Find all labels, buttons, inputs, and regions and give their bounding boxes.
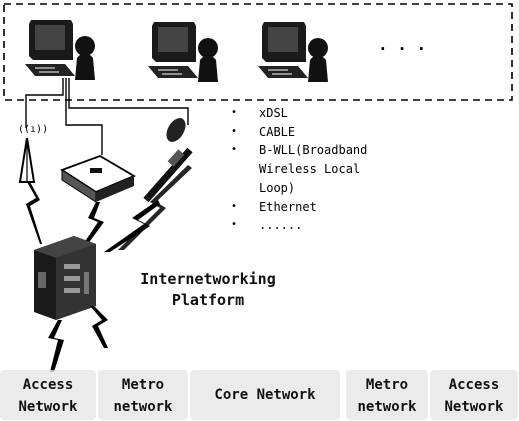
segment-background <box>0 370 96 420</box>
segment-background <box>430 370 518 420</box>
segment-label: network <box>113 399 173 415</box>
segment-label: network <box>357 399 417 415</box>
segment-label: Access <box>22 377 74 393</box>
list-item-label: CABLE <box>259 124 296 139</box>
segment-label: Core Network <box>214 387 316 403</box>
segment-background <box>190 370 340 420</box>
list-item-continuation: Loop) <box>230 179 430 198</box>
list-item: •CABLE <box>230 123 430 142</box>
segment-background <box>346 370 428 420</box>
segment-metro-network-left: Metro network <box>98 374 188 418</box>
list-item-continuation: Wireless Local <box>230 160 430 179</box>
segment-core-network: Core Network <box>190 384 340 406</box>
link-line <box>65 78 103 155</box>
access-technology-list: •xDSL •CABLE •B-WLL(Broadband Wireless L… <box>230 104 430 235</box>
list-item-label: ...... <box>259 218 303 233</box>
list-item: •B-WLL(Broadband <box>230 141 430 160</box>
segment-access-network-right: Access Network <box>430 374 518 418</box>
segment-background <box>98 370 188 420</box>
lightning-icon <box>104 200 160 252</box>
link-line <box>68 78 189 125</box>
list-item-label: B-WLL(Broadband <box>259 143 368 158</box>
lightning-icon <box>48 320 64 372</box>
link-line <box>25 78 64 128</box>
list-item-label: Ethernet <box>259 199 317 214</box>
segment-label: Metro <box>365 377 409 393</box>
user-region-box <box>3 3 513 101</box>
list-item: •...... <box>230 216 430 235</box>
modem-icon <box>59 155 137 203</box>
segment-label: Access <box>448 377 500 393</box>
antenna-icon <box>18 137 36 183</box>
workstation-icon <box>258 22 328 82</box>
list-item-label: Loop) <box>259 180 296 195</box>
workstation-icon <box>148 22 218 82</box>
satellite-dish-icon <box>143 118 193 203</box>
list-item-label: Wireless Local <box>259 162 361 177</box>
platform-label: Internetworking Platform <box>108 269 308 311</box>
list-item: •Ethernet <box>230 198 430 217</box>
platform-label-line2: Platform <box>171 291 245 309</box>
platform-label-line1: Internetworking <box>140 270 276 288</box>
segment-label: Network <box>444 399 504 415</box>
lightning-icon <box>118 165 192 250</box>
lightning-icon <box>26 182 42 244</box>
segment-label: Network <box>18 399 78 415</box>
segment-metro-network-right: Metro network <box>346 374 428 418</box>
segment-access-network-left: Access Network <box>0 374 96 418</box>
lightning-icon <box>78 202 104 252</box>
ellipsis-label: . . . <box>378 35 426 54</box>
segment-label: Metro <box>121 377 165 393</box>
workstation-icon <box>25 20 95 80</box>
list-item: •xDSL <box>230 104 430 123</box>
server-icon <box>34 236 96 320</box>
list-item-label: xDSL <box>259 106 288 120</box>
lightning-icon <box>90 306 108 348</box>
antenna-label: ((ı)) <box>18 124 48 135</box>
